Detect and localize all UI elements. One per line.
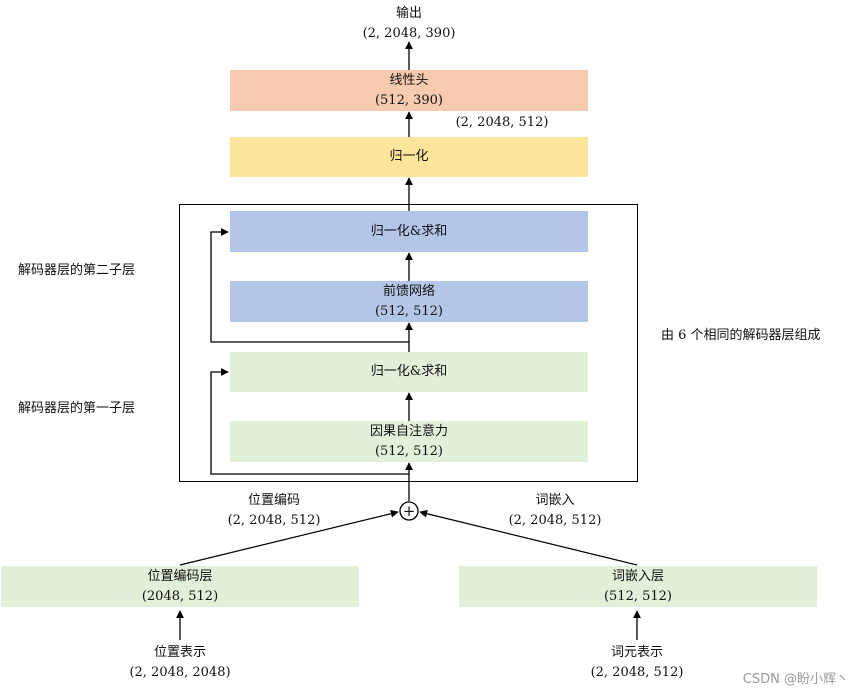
arrow-pos-to-add (179, 509, 399, 566)
pos-encoding-out-label: 位置编码 (2, 2048, 512) (214, 491, 334, 531)
final-norm-title: 归一化 (389, 149, 429, 164)
norm-sum-2-box: 归一化&求和 (230, 211, 588, 252)
pos-encoding-layer-title: 位置编码层 (147, 568, 213, 584)
word-embed-out-shape: (2, 2048, 512) (508, 513, 602, 528)
output-shape: (2, 2048, 390) (362, 26, 456, 41)
output-title: 输出 (395, 6, 422, 21)
add-symbol: + (402, 502, 416, 520)
word-embed-out-title: 词嵌入 (535, 493, 575, 508)
csdn-watermark: CSDN @盼小辉丶 (742, 672, 849, 687)
pos-encoding-layer-box: 位置编码层 (2048, 512) (1, 566, 359, 607)
pos-encoding-out-shape: (2, 2048, 512) (227, 513, 321, 528)
causal-attn-title: 因果自注意力 (369, 423, 448, 439)
causal-attn-box: 因果自注意力 (512, 512) (230, 421, 588, 462)
pos-encoding-out-title: 位置编码 (247, 493, 300, 508)
pos-repr-shape: (2, 2048, 2048) (129, 665, 231, 680)
ffn-shape: (512, 512) (374, 303, 444, 319)
arrow-word-to-add (419, 509, 638, 566)
decoder-stack-label: 由 6 个相同的解码器层组成 (661, 328, 821, 343)
word-embed-layer-title: 词嵌入层 (611, 568, 664, 584)
residual-skip-2 (210, 228, 409, 343)
word-embed-out-label: 词嵌入 (2, 2048, 512) (495, 491, 615, 531)
norm-sum-2-title: 归一化&求和 (370, 223, 448, 239)
sublayer1-label: 解码器层的第一子层 (18, 401, 136, 416)
word-embed-layer-box: 词嵌入层 (512, 512) (459, 566, 817, 607)
linear-head-box: 线性头 (512, 390) (230, 70, 588, 111)
ffn-title: 前馈网络 (382, 283, 435, 299)
pos-encoding-layer-shape: (2048, 512) (141, 588, 219, 604)
final-norm-box: 归一化 (230, 137, 588, 177)
head-input-shape: (2, 2048, 512) (455, 115, 549, 130)
word-repr-shape: (2, 2048, 512) (590, 665, 684, 680)
causal-attn-shape: (512, 512) (374, 443, 444, 459)
sublayer2-label: 解码器层的第二子层 (18, 263, 136, 278)
add-circle (399, 501, 419, 521)
word-repr-label: 词元表示 (2, 2048, 512) (577, 643, 697, 683)
word-embed-layer-shape: (512, 512) (603, 588, 673, 604)
pos-repr-label: 位置表示 (2, 2048, 2048) (110, 643, 250, 683)
pos-repr-title: 位置表示 (153, 645, 206, 660)
residual-skip-1 (210, 368, 409, 475)
linear-head-title: 线性头 (389, 72, 429, 88)
norm-sum-1-box: 归一化&求和 (230, 352, 588, 392)
word-repr-title: 词元表示 (610, 645, 663, 660)
norm-sum-1-title: 归一化&求和 (370, 364, 448, 379)
ffn-box: 前馈网络 (512, 512) (230, 281, 588, 322)
linear-head-shape: (512, 390) (374, 92, 444, 108)
output-label: 输出 (2, 2048, 390) (329, 4, 489, 44)
